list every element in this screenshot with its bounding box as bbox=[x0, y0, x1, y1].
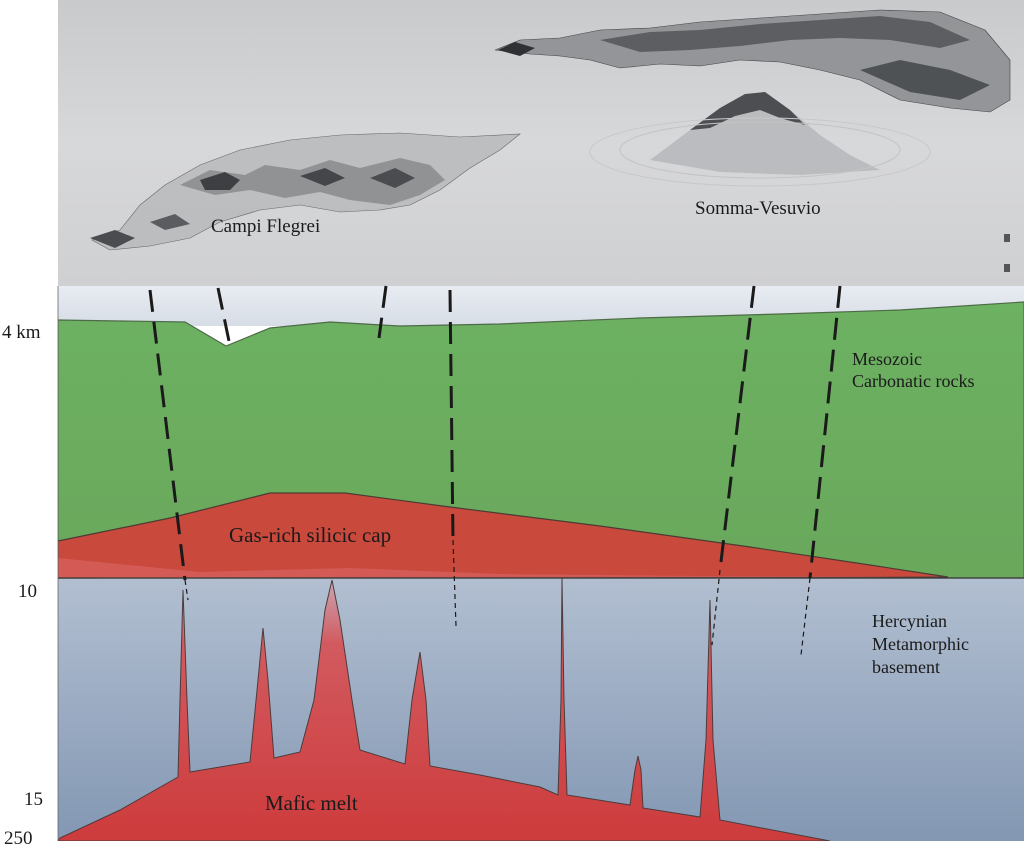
label-carbonatic-line2: Carbonatic rocks bbox=[852, 371, 975, 391]
label-campi-flegrei: Campi Flegrei bbox=[211, 216, 321, 237]
depth-tick-10: 10 bbox=[18, 581, 37, 602]
label-basement-line2: Metamorphic bbox=[872, 634, 969, 654]
label-silicic-cap: Gas-rich silicic cap bbox=[229, 523, 392, 547]
depth-tick-250: 250 bbox=[4, 828, 33, 849]
terrain-panel bbox=[58, 0, 1024, 286]
label-somma-vesuvio: Somma-Vesuvio bbox=[695, 198, 821, 219]
label-basement-line1: Hercynian bbox=[872, 611, 947, 631]
mafic-melt bbox=[57, 577, 831, 841]
vesuvio-cone bbox=[650, 92, 880, 175]
fault-lines bbox=[148, 285, 842, 656]
depth-tick-4km: 4 km bbox=[2, 322, 41, 343]
label-carbonatic-line1: Mesozoic bbox=[852, 349, 922, 369]
label-mafic-melt: Mafic melt bbox=[265, 791, 358, 815]
label-basement-line3: basement bbox=[872, 657, 940, 677]
depth-tick-15: 15 bbox=[24, 789, 43, 810]
